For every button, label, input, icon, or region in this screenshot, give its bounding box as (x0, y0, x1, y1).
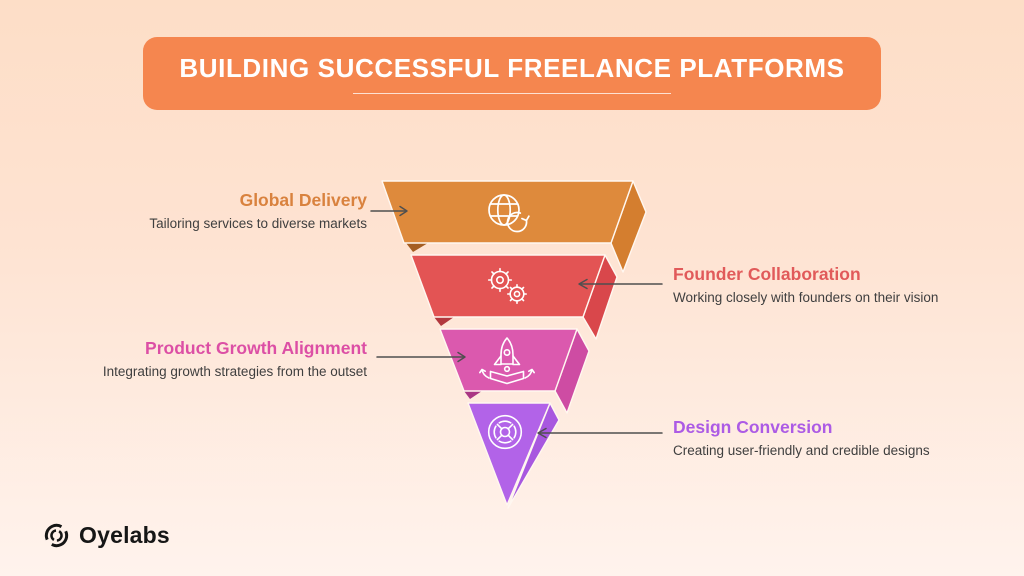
brand-logo: Oyelabs (42, 521, 170, 550)
funnel-level-2-shape (410, 254, 618, 340)
connector-arrow-product-growth (376, 351, 466, 363)
title-underline (353, 93, 671, 94)
funnel-label-design-conversion: Design Conversion Creating user-friendly… (673, 417, 930, 459)
connector-arrow-founder-collaboration (578, 278, 663, 290)
gears-icon (487, 267, 527, 304)
funnel-level-3-shape (439, 328, 590, 414)
funnel-label-founder-collaboration: Founder Collaboration Working closely wi… (673, 264, 938, 306)
level-description: Working closely with founders on their v… (673, 290, 939, 306)
funnel-level-1-shape (381, 180, 647, 273)
level-description: Integrating growth strategies from the o… (102, 364, 367, 380)
funnel-level-4-shape (467, 402, 560, 509)
funnel-label-global-delivery: Global Delivery Tailoring services to di… (149, 190, 367, 232)
level-title: Global Delivery (239, 190, 367, 210)
level-description: Tailoring services to diverse markets (149, 216, 367, 232)
globe-sync-icon (488, 194, 530, 233)
level-title: Design Conversion (673, 417, 833, 437)
connector-arrow-global-delivery (370, 205, 408, 217)
funnel-label-product-growth-alignment: Product Growth Alignment Integrating gro… (103, 338, 367, 380)
rocket-launch-icon (479, 337, 535, 385)
title-banner: BUILDING SUCCESSFUL FREELANCE PLATFORMS (143, 37, 881, 110)
level-description: Creating user-friendly and credible desi… (673, 443, 930, 459)
level-title: Product Growth Alignment (145, 338, 367, 358)
level-title: Founder Collaboration (673, 264, 861, 284)
connector-arrow-design-conversion (537, 427, 663, 439)
design-wheel-icon (487, 414, 523, 450)
oyelabs-logo-icon (44, 523, 69, 548)
brand-name: Oyelabs (79, 522, 170, 548)
page-title: BUILDING SUCCESSFUL FREELANCE PLATFORMS (179, 53, 845, 83)
